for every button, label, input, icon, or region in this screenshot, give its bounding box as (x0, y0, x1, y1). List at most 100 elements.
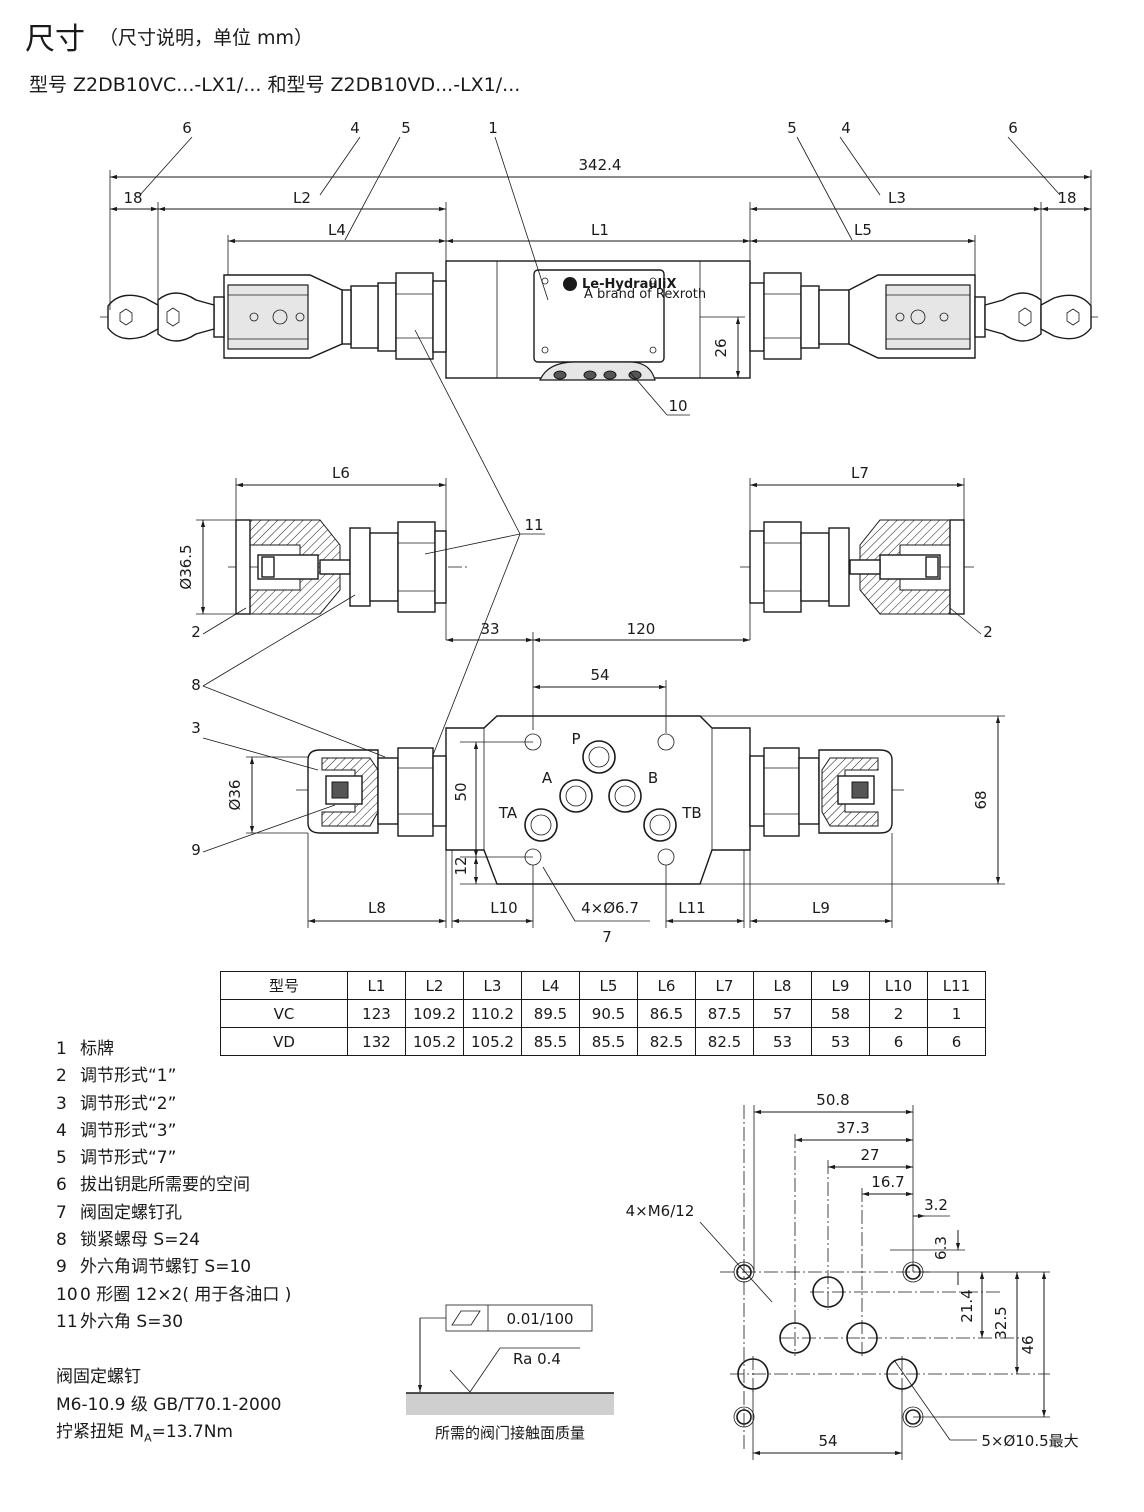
brand-name: Le-HydrauliX (582, 277, 677, 292)
total-length-label: 342.4 (579, 156, 622, 174)
key-space-left-label: 18 (123, 189, 142, 207)
callout-10: 10 (668, 397, 687, 415)
L3-label: L3 (888, 189, 906, 207)
dim-33-label: 33 (480, 620, 499, 638)
dim-36-5-label: Ø36.5 (177, 544, 195, 589)
table-cell: 86.5 (637, 999, 696, 1028)
table-cell: 53 (811, 1027, 870, 1056)
table-header-cell: L9 (811, 971, 870, 1000)
callout-6-left: 6 (182, 119, 192, 137)
table-header-cell: L7 (695, 971, 754, 1000)
table-header-cell: L10 (869, 971, 928, 1000)
dim-68-label: 68 (972, 790, 990, 809)
L9-label: L9 (812, 899, 830, 917)
callout-4-left: 4 (350, 119, 360, 137)
surface-caption: 所需的阀门接触面质量 (435, 1424, 585, 1442)
dim-120-label: 120 (627, 620, 656, 638)
table-cell: 58 (811, 999, 870, 1028)
table-cell: 89.5 (521, 999, 580, 1028)
callout-6-right: 6 (1008, 119, 1018, 137)
table-header-cell: L4 (521, 971, 580, 1000)
pattern-46-label: 46 (1019, 1335, 1037, 1354)
table-header-cell: L2 (405, 971, 464, 1000)
screw-torque: 拧紧扭矩 MA=13.7Nm (56, 1422, 233, 1445)
callout-2-left: 2 (191, 623, 201, 641)
key-space-right-label: 18 (1057, 189, 1076, 207)
table-cell: 85.5 (521, 1027, 580, 1056)
table-cell: 6 (869, 1027, 928, 1056)
dim-26-label: 26 (712, 338, 730, 357)
L1-label: L1 (591, 221, 609, 239)
flatness-label: 0.01/100 (506, 1310, 573, 1328)
pattern-50-8-label: 50.8 (816, 1091, 849, 1109)
mounting-pattern: 50.8 37.3 27 16.7 3.2 6.3 21.4 32.5 46 5… (626, 1091, 1079, 1460)
table-cell: 123 (347, 999, 406, 1028)
table-cell: 57 (753, 999, 812, 1028)
pattern-21-4-label: 21.4 (958, 1289, 976, 1322)
L10-label: L10 (490, 899, 517, 917)
callout-1: 1 (488, 119, 498, 137)
port-P-label: P (571, 730, 580, 748)
table-cell: VD (220, 1027, 348, 1056)
L4-label: L4 (328, 221, 346, 239)
L6-label: L6 (332, 464, 350, 482)
page-subtitle: （尺寸说明，单位 mm） (99, 26, 314, 49)
brand-tagline: A brand of Rexroth (584, 287, 706, 302)
dim-12-label: 12 (452, 856, 470, 875)
port-B-label: B (648, 769, 658, 787)
table-cell: 105.2 (463, 1027, 522, 1056)
table-header-cell: L8 (753, 971, 812, 1000)
pattern-37-3-label: 37.3 (836, 1119, 869, 1137)
L11-label: L11 (678, 899, 705, 917)
callout-2-right: 2 (983, 623, 993, 641)
ports-label: 5×Ø10.5最大 (981, 1432, 1078, 1450)
pattern-16-7-label: 16.7 (871, 1173, 904, 1191)
callout-5-left: 5 (401, 119, 411, 137)
dim-50-label: 50 (452, 782, 470, 801)
screw-spec: 阀固定螺钉 M6-10.9 级 GB/T70.1-2000 拧紧扭矩 MA=13… (56, 1364, 281, 1452)
callout-8: 8 (191, 676, 201, 694)
table-header-row: 型号 L1 L2 L3 L4 L5 L6 L7 L8 L9 L10 L11 (220, 971, 986, 1000)
table-header-cell: L3 (463, 971, 522, 1000)
L7-label: L7 (851, 464, 869, 482)
callout-9: 9 (191, 841, 201, 859)
table-header-cell: L6 (637, 971, 696, 1000)
bottom-view: P A B TA TB 33 120 54 68 (191, 594, 1005, 946)
pattern-6-3-label: 6.3 (932, 1236, 950, 1260)
table-cell: 82.5 (637, 1027, 696, 1056)
table-cell: 90.5 (579, 999, 638, 1028)
L8-label: L8 (368, 899, 386, 917)
table-cell: 1 (927, 999, 986, 1028)
table-cell: 132 (347, 1027, 406, 1056)
holes-label: 4×Ø6.7 (581, 899, 639, 917)
table-cell: VC (220, 999, 348, 1028)
dimension-table: 型号 L1 L2 L3 L4 L5 L6 L7 L8 L9 L10 L11 VC… (220, 971, 986, 1056)
screw-grade: M6-10.9 级 GB/T70.1-2000 (56, 1394, 282, 1415)
L2-label: L2 (293, 189, 311, 207)
table-cell: 82.5 (695, 1027, 754, 1056)
callout-5-right: 5 (787, 119, 797, 137)
table-header-cell: L11 (927, 971, 986, 1000)
table-cell: 105.2 (405, 1027, 464, 1056)
top-view: Le-HydrauliX A brand of Rexroth (100, 119, 1098, 416)
callout-11: 11 (524, 516, 543, 534)
header: 尺寸（尺寸说明，单位 mm） (25, 14, 313, 58)
L5-label: L5 (854, 221, 872, 239)
brand-logo-icon (563, 277, 577, 291)
pattern-3-2-label: 3.2 (924, 1196, 948, 1214)
port-TB-label: TB (681, 804, 701, 822)
roughness-label: Ra 0.4 (513, 1350, 561, 1368)
port-A-label: A (542, 769, 553, 787)
table-cell: 109.2 (405, 999, 464, 1028)
table-header-cell: L1 (347, 971, 406, 1000)
pattern-54-label: 54 (818, 1432, 837, 1450)
callout-7: 7 (602, 928, 612, 946)
